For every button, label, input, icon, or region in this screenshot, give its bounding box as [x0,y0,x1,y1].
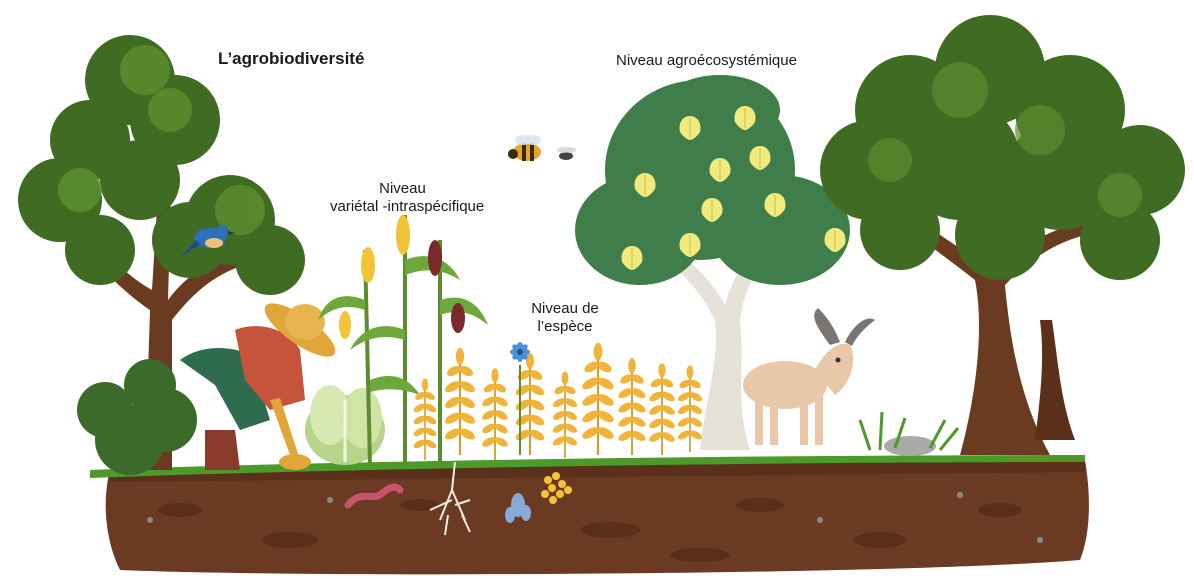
lettuce-icon [305,385,385,465]
bee-icon [508,135,541,161]
soil [106,460,1089,574]
label-species-line2: l’espèce [515,318,615,336]
bush [77,359,197,475]
cornflower-icon [510,342,530,455]
label-varietal-line2: variétal -intraspécifique [330,198,475,216]
label-species-line1: Niveau de [515,300,615,318]
fly-icon [557,147,576,160]
label-species-level: Niveau de l’espèce [515,300,615,336]
label-varietal-level: Niveau variétal -intraspécifique [330,180,475,216]
label-agroecosystem-level: Niveau agroécosystémique [616,52,797,70]
rock-icon [860,412,958,456]
oak-tree [820,15,1185,455]
label-varietal-line1: Niveau [330,180,475,198]
diagram-title: L’agrobiodiversité [218,50,364,68]
goat-icon [743,308,875,445]
wheat-icon [412,343,703,460]
